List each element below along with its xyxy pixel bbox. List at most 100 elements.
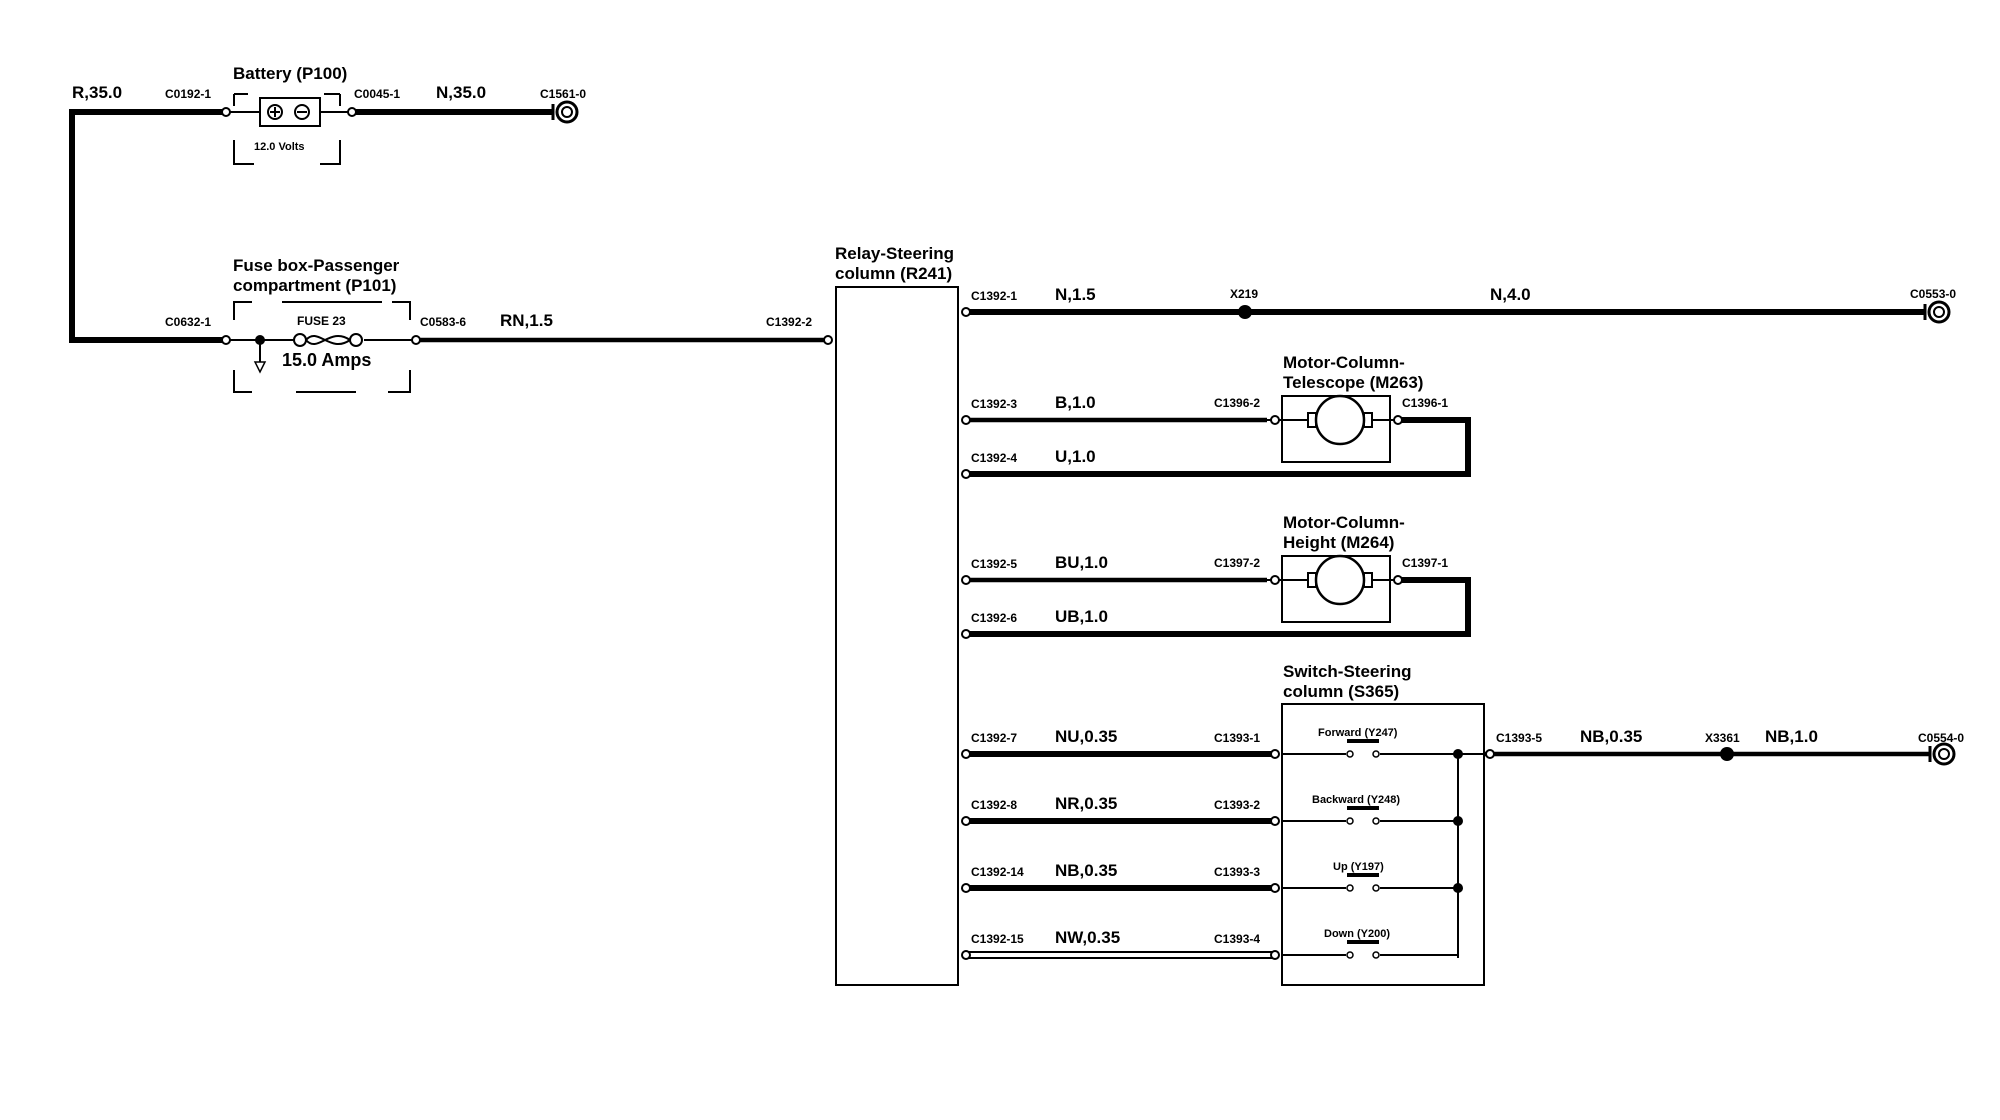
relay-pins — [961, 307, 971, 960]
pin-label-c1392-15: C1392-15 — [971, 932, 1024, 946]
wire-label-ub-1-0: UB,1.0 — [1055, 607, 1108, 626]
switch-pos-down: Down (Y200) — [1324, 928, 1390, 940]
switch-pos-forward: Forward (Y247) — [1318, 727, 1398, 739]
pin-c1392-5 — [961, 575, 971, 585]
wire-label-battery-neg: N,35.0 — [436, 83, 486, 102]
fuse-icon — [293, 333, 363, 347]
pin-label-c1392-7: C1392-7 — [971, 731, 1017, 745]
wire-label-u-1-0: U,1.0 — [1055, 447, 1096, 466]
wire-height-return — [968, 577, 1471, 637]
wire-label-bu-1-0: BU,1.0 — [1055, 553, 1108, 572]
pin-label-c1392-8: C1392-8 — [971, 798, 1017, 812]
splice-x219 — [1238, 305, 1252, 319]
motor-telescope-label-2: Telescope (M263) — [1283, 373, 1423, 392]
plus-icon — [267, 104, 283, 120]
conn-c1393-2: C1393-2 — [1214, 798, 1260, 812]
wire-label-n-4-0: N,4.0 — [1490, 285, 1531, 304]
pin-c1392-1 — [961, 307, 971, 317]
wire-telescope-return — [968, 417, 1471, 477]
battery: Battery (P100) 12.0 Volts — [226, 64, 352, 165]
ground-c0554-0 — [1928, 742, 1956, 766]
motor-column-telescope: Motor-Column- Telescope (M263) — [1267, 353, 1423, 463]
pin-c1393-1 — [1270, 749, 1280, 759]
fuse-name: FUSE 23 — [297, 314, 346, 328]
conn-c1396-1: C1396-1 — [1402, 396, 1448, 410]
switch-label-1: Switch-Steering — [1283, 662, 1411, 681]
pin-c1393-2 — [1270, 816, 1280, 826]
pin-label-c1392-4: C1392-4 — [971, 451, 1017, 465]
motor-icon — [1314, 394, 1366, 446]
splice-x3361 — [1720, 747, 1734, 761]
switch-contact-up: Up (Y197) — [1282, 861, 1458, 892]
pin-c1392-6 — [961, 629, 971, 639]
relay-label-1: Relay-Steering — [835, 244, 954, 263]
fuse-box: Fuse box-Passenger compartment (P101) FU… — [226, 256, 416, 393]
wire-label-nb-0-35: NB,0.35 — [1055, 861, 1117, 880]
pin-label-c1392-5: C1392-5 — [971, 557, 1017, 571]
splice-label-x3361: X3361 — [1705, 731, 1740, 745]
switch-contact-backward: Backward (Y248) — [1282, 794, 1458, 825]
pin-c0583-6 — [411, 335, 421, 345]
wire-label-nw-0-35: NW,0.35 — [1055, 928, 1120, 947]
relay-steering-column: Relay-Steering column (R241) — [835, 244, 959, 986]
pin-c1393-5 — [1485, 749, 1495, 759]
conn-c1396-2: C1396-2 — [1214, 396, 1260, 410]
pin-label-c1392-3: C1392-3 — [971, 397, 1017, 411]
pin-label-c1392-6: C1392-6 — [971, 611, 1017, 625]
ground-label-c0553-0: C0553-0 — [1910, 287, 1956, 301]
ground-label-c0554-0: C0554-0 — [1918, 731, 1964, 745]
switch-pos-up: Up (Y197) — [1333, 861, 1384, 873]
wire-label-nu-0-35: NU,0.35 — [1055, 727, 1117, 746]
conn-c1393-5: C1393-5 — [1496, 731, 1542, 745]
wire-label-battery-pos: R,35.0 — [72, 83, 122, 102]
motor-telescope-label-1: Motor-Column- — [1283, 353, 1405, 372]
pin-c1397-1 — [1393, 575, 1403, 585]
switch-label-2: column (S365) — [1283, 682, 1399, 701]
relay-body — [835, 286, 959, 986]
pin-c0632-1 — [221, 335, 231, 345]
pin-c1393-3 — [1270, 883, 1280, 893]
pin-c1392-8 — [961, 816, 971, 826]
switch-pos-backward: Backward (Y248) — [1312, 794, 1400, 806]
pin-c1392-15 — [961, 950, 971, 960]
wire-label-b-1-0: B,1.0 — [1055, 393, 1096, 412]
wire-battery-positive — [69, 109, 226, 343]
conn-c1392-2: C1392-2 — [766, 315, 812, 329]
switch-contact-forward: Forward (Y247) — [1282, 727, 1458, 758]
pin-c1396-2 — [1270, 415, 1280, 425]
conn-c1393-4: C1393-4 — [1214, 932, 1260, 946]
wire-label-nr-0-35: NR,0.35 — [1055, 794, 1117, 813]
ground-c0553-0 — [1923, 300, 1951, 324]
pin-c1396-1 — [1393, 415, 1403, 425]
motor-height-label-1: Motor-Column- — [1283, 513, 1405, 532]
switch-contact-down: Down (Y200) — [1282, 928, 1458, 959]
motor-icon — [1314, 554, 1366, 606]
conn-c1397-2: C1397-2 — [1214, 556, 1260, 570]
conn-c0192-1: C0192-1 — [165, 87, 211, 101]
relay-label-2: column (R241) — [835, 264, 952, 283]
fusebox-label-2: compartment (P101) — [233, 276, 396, 295]
motor-column-height: Motor-Column- Height (M264) — [1267, 513, 1405, 623]
wire-label-n-1-5: N,1.5 — [1055, 285, 1096, 304]
wire-label-nb-1-0: NB,1.0 — [1765, 727, 1818, 746]
pin-c0045-1 — [347, 107, 357, 117]
fuse-rating: 15.0 Amps — [282, 350, 371, 370]
pin-c1397-2 — [1270, 575, 1280, 585]
pin-c1393-4 — [1270, 950, 1280, 960]
conn-c1393-3: C1393-3 — [1214, 865, 1260, 879]
conn-c0583-6: C0583-6 — [420, 315, 466, 329]
pin-c1392-14 — [961, 883, 971, 893]
pin-label-c1392-1: C1392-1 — [971, 289, 1017, 303]
pin-c1392-3 — [961, 415, 971, 425]
pin-label-c1392-14: C1392-14 — [971, 865, 1024, 879]
conn-c0045-1: C0045-1 — [354, 87, 400, 101]
minus-icon — [294, 104, 310, 120]
ground-label-c1561-0: C1561-0 — [540, 87, 586, 101]
pin-c1392-4 — [961, 469, 971, 479]
fusebox-label-1: Fuse box-Passenger — [233, 256, 400, 275]
battery-voltage: 12.0 Volts — [254, 141, 305, 153]
switch-steering-column: Switch-Steering column (S365) Forward (Y… — [1281, 662, 1485, 986]
wire-label-fuse-out: RN,1.5 — [500, 311, 553, 330]
conn-c0632-1: C0632-1 — [165, 315, 211, 329]
